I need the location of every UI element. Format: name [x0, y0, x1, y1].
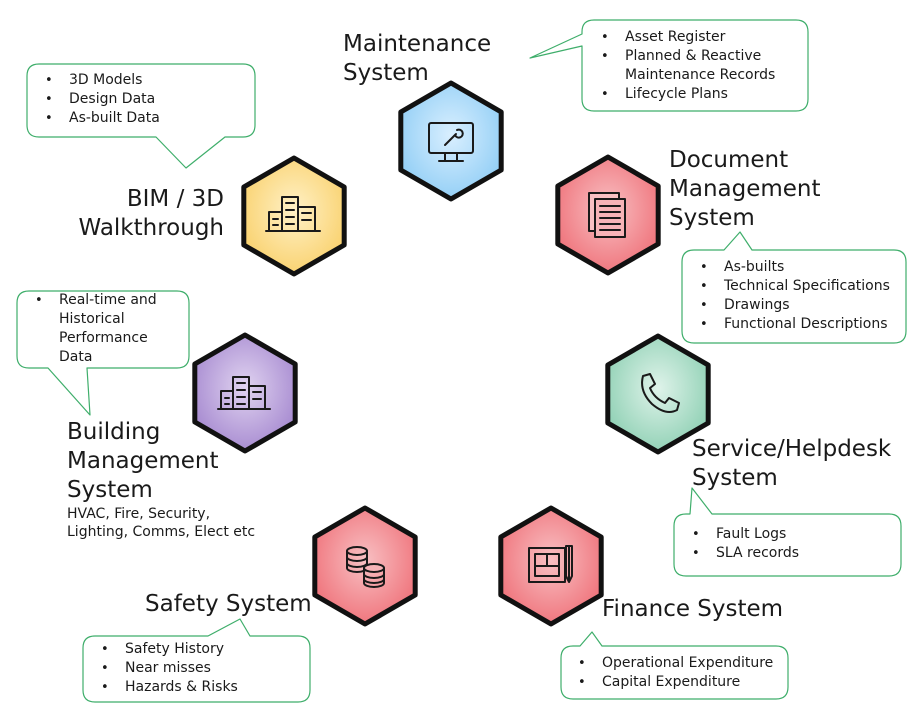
safety-title-line: Safety System — [145, 591, 312, 617]
maintenance-list: Asset Register Planned & ReactiveMainten… — [601, 28, 775, 104]
list-item-line: Near misses — [125, 660, 211, 676]
list-item-line: Historical — [59, 311, 125, 327]
document-title-line: System — [669, 205, 755, 231]
bms-title-line: Management — [67, 448, 219, 474]
list-item: 3D Models — [45, 71, 160, 90]
list-item: As-builts — [700, 258, 890, 277]
list-item-line: Capital Expenditure — [602, 674, 741, 690]
building-icon — [217, 376, 271, 410]
bms-subtitle-line: HVAC, Fire, Security, — [67, 506, 211, 522]
list-item: Design Data — [45, 90, 160, 109]
maintenance-hexagon — [398, 80, 504, 202]
safety-list: Safety History Near misses Hazards & Ris… — [101, 640, 238, 697]
list-item: Lifecycle Plans — [601, 85, 775, 104]
list-item: Technical Specifications — [700, 277, 890, 296]
finance-title: Finance System — [602, 595, 783, 624]
documents-icon — [588, 192, 626, 238]
phone-icon — [641, 373, 680, 413]
maintenance-title: Maintenance System — [343, 30, 491, 88]
list-item-line: Hazards & Risks — [125, 679, 238, 695]
list-item-line: Safety History — [125, 641, 225, 657]
list-item-line: Functional Descriptions — [724, 316, 888, 332]
service-title: Service/Helpdesk System — [692, 435, 891, 493]
list-item-line: As-builts — [724, 259, 785, 275]
list-item: As-built Data — [45, 109, 160, 128]
service-title-line: System — [692, 465, 778, 491]
list-item-line: Technical Specifications — [724, 278, 890, 294]
document-list: As-builts Technical Specifications Drawi… — [700, 258, 890, 334]
building-3d-icon — [265, 196, 321, 232]
list-item: Drawings — [700, 296, 890, 315]
document-title-line: Document — [669, 147, 789, 173]
list-item: Capital Expenditure — [578, 673, 773, 692]
list-item-line: 3D Models — [69, 72, 143, 88]
document-title-line: Management — [669, 176, 821, 202]
list-item-line: Operational Expenditure — [602, 655, 774, 671]
service-title-line: Service/Helpdesk — [692, 436, 892, 462]
list-item: Safety History — [101, 640, 238, 659]
list-item: Functional Descriptions — [700, 315, 890, 334]
bms-title: Building Management System — [67, 418, 219, 505]
list-item: Real-time and Historical Performance Dat… — [35, 291, 157, 367]
document-title: Document Management System — [669, 146, 821, 233]
maintenance-title-line: System — [343, 60, 429, 86]
list-item: Asset Register — [601, 28, 775, 47]
bms-title-line: Building — [67, 419, 161, 445]
bms-title-line: System — [67, 477, 153, 503]
bim-title: BIM / 3D Walkthrough — [54, 185, 224, 243]
list-item-line: Maintenance Records — [625, 67, 776, 83]
list-item: Near misses — [101, 659, 238, 678]
list-item-line: SLA records — [716, 545, 800, 561]
list-item-line: Lifecycle Plans — [625, 86, 728, 102]
list-item-line: Performance — [59, 330, 148, 346]
service-hexagon — [605, 333, 711, 455]
finance-title-line: Finance System — [602, 596, 784, 622]
list-item-line: Planned & Reactive — [625, 48, 762, 64]
list-item-line: Data — [59, 349, 93, 365]
monitor-wrench-icon — [428, 122, 474, 162]
list-item: Hazards & Risks — [101, 678, 238, 697]
list-item-line: Real-time and — [59, 292, 157, 308]
blueprint-icon — [528, 545, 573, 583]
bms-subtitle-line: Lighting, Comms, Elect etc — [67, 524, 256, 540]
service-list: Fault Logs SLA records — [692, 525, 799, 563]
bms-subtitle: HVAC, Fire, Security, Lighting, Comms, E… — [67, 505, 255, 541]
list-item-line: As-built Data — [69, 110, 160, 126]
list-item: Operational Expenditure — [578, 654, 773, 673]
bim-title-line: BIM / 3D — [126, 186, 224, 212]
list-item: Fault Logs — [692, 525, 799, 544]
list-item-line: Asset Register — [625, 29, 726, 45]
list-item: SLA records — [692, 544, 799, 563]
bim-list: 3D Models Design Data As-built Data — [45, 71, 160, 128]
list-item-line: Fault Logs — [716, 526, 787, 542]
bim-title-line: Walkthrough — [78, 215, 224, 241]
finance-list: Operational Expenditure Capital Expendit… — [578, 654, 773, 692]
bms-hexagon — [192, 332, 298, 454]
list-item-line: Design Data — [69, 91, 156, 107]
safety-title: Safety System — [145, 590, 312, 619]
maintenance-title-line: Maintenance — [343, 31, 492, 57]
coins-icon — [346, 546, 385, 588]
list-item-line: Drawings — [724, 297, 790, 313]
bms-list: Real-time and Historical Performance Dat… — [35, 291, 157, 367]
